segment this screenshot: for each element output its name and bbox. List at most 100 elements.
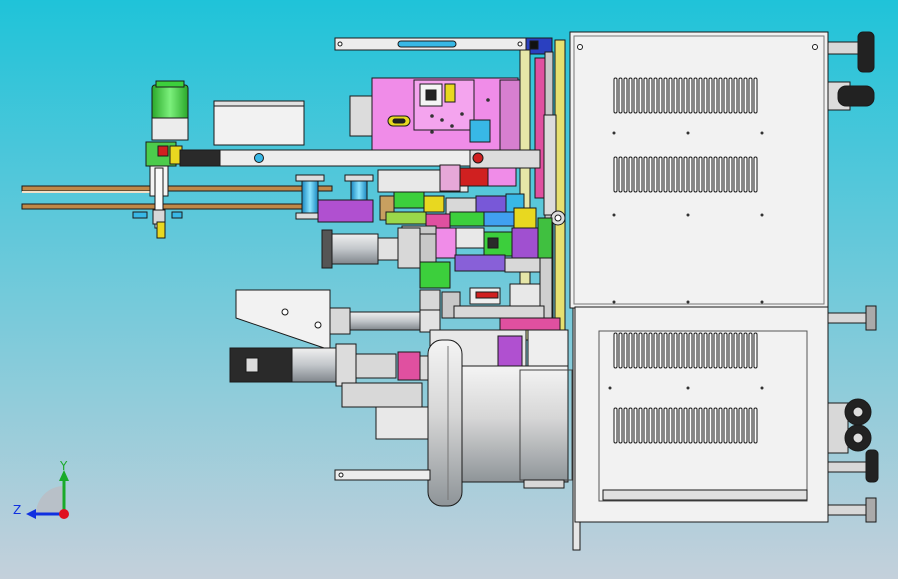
vent-slot <box>618 407 623 444</box>
cyan-roller-right[interactable] <box>317 174 374 223</box>
vent-slot <box>733 77 738 114</box>
vent-slot <box>728 156 733 193</box>
vent-slot <box>648 332 653 369</box>
vent-slot <box>658 407 663 444</box>
sensor-housing <box>213 100 305 146</box>
electrical-cabinet[interactable] <box>569 31 879 551</box>
leveling-feet <box>827 31 879 523</box>
pneumatic-cylinder[interactable] <box>235 289 441 351</box>
vent-slot <box>753 156 758 193</box>
vent-slot <box>613 407 618 444</box>
vent-slot <box>648 156 653 193</box>
top-frame-rail[interactable] <box>334 37 553 55</box>
large-drum-motor[interactable] <box>427 329 573 507</box>
vent-slot <box>748 156 753 193</box>
vent-slot <box>628 156 633 193</box>
vent-slot <box>683 407 688 444</box>
vent-slot <box>678 332 683 369</box>
z-axis-label: Z <box>13 503 21 517</box>
vent-slot <box>658 332 663 369</box>
vent-slot <box>718 332 723 369</box>
vent-slot <box>638 332 643 369</box>
vent-slot <box>693 77 698 114</box>
dispensing-spindle[interactable] <box>132 165 183 239</box>
vent-slot <box>638 407 643 444</box>
vent-slot <box>673 332 678 369</box>
vent-slot <box>703 332 708 369</box>
vent-slot <box>673 77 678 114</box>
vent-slot <box>663 77 668 114</box>
ventilation-slots <box>613 77 758 444</box>
vent-slot <box>618 156 623 193</box>
vent-slot <box>663 407 668 444</box>
cyan-roller-left[interactable] <box>295 174 325 220</box>
vent-slot <box>728 77 733 114</box>
vent-slot <box>738 332 743 369</box>
vent-slot <box>713 77 718 114</box>
vent-slot <box>648 407 653 444</box>
vent-slot <box>668 332 673 369</box>
servo-motor-middle[interactable] <box>321 227 437 269</box>
vent-slot <box>678 77 683 114</box>
vent-slot <box>613 156 618 193</box>
vent-slot <box>633 77 638 114</box>
horizontal-guide-beam[interactable] <box>179 149 541 169</box>
vent-slot <box>658 156 663 193</box>
mechanism-cluster[interactable] <box>377 164 561 331</box>
vent-slot <box>718 77 723 114</box>
vent-slot <box>653 332 658 369</box>
vent-slot <box>688 156 693 193</box>
vent-slot <box>688 407 693 444</box>
vent-slot <box>733 332 738 369</box>
vent-slot <box>648 77 653 114</box>
vent-slot <box>703 407 708 444</box>
vent-slot <box>678 156 683 193</box>
vent-slot <box>698 332 703 369</box>
vent-slot <box>718 407 723 444</box>
vent-slot <box>748 77 753 114</box>
vent-slot <box>663 156 668 193</box>
control-housing-magenta[interactable] <box>349 77 521 151</box>
vent-slot <box>738 407 743 444</box>
vent-slot <box>698 156 703 193</box>
vent-slot <box>733 407 738 444</box>
vent-slot <box>693 407 698 444</box>
vent-slot <box>633 407 638 444</box>
vent-slot <box>643 407 648 444</box>
vent-slot <box>653 156 658 193</box>
view-orientation-triad[interactable]: Y Z <box>13 459 69 519</box>
vent-slot <box>723 332 728 369</box>
vent-slot <box>668 77 673 114</box>
vent-slot <box>753 77 758 114</box>
triad-origin <box>59 509 69 519</box>
vent-slot <box>668 156 673 193</box>
vent-slot <box>708 156 713 193</box>
vent-slot <box>743 156 748 193</box>
vent-slot <box>693 332 698 369</box>
vent-slot <box>653 407 658 444</box>
vent-slot <box>618 332 623 369</box>
vent-slot <box>683 77 688 114</box>
vent-slot <box>683 156 688 193</box>
vent-slot <box>708 332 713 369</box>
triad-arc <box>36 486 64 514</box>
vent-slot <box>628 332 633 369</box>
vent-slot <box>628 407 633 444</box>
vent-slot <box>708 77 713 114</box>
vent-slot <box>723 156 728 193</box>
vent-slot <box>683 332 688 369</box>
vent-slot <box>653 77 658 114</box>
vent-slot <box>743 407 748 444</box>
vent-slot <box>688 77 693 114</box>
vent-slot <box>728 407 733 444</box>
servo-motor-lower[interactable] <box>229 343 433 440</box>
vent-slot <box>638 77 643 114</box>
vent-slot <box>743 77 748 114</box>
vent-slot <box>633 332 638 369</box>
vent-slot <box>643 156 648 193</box>
vent-slot <box>723 407 728 444</box>
vent-slot <box>623 77 628 114</box>
green-motor-assembly[interactable] <box>145 80 189 167</box>
